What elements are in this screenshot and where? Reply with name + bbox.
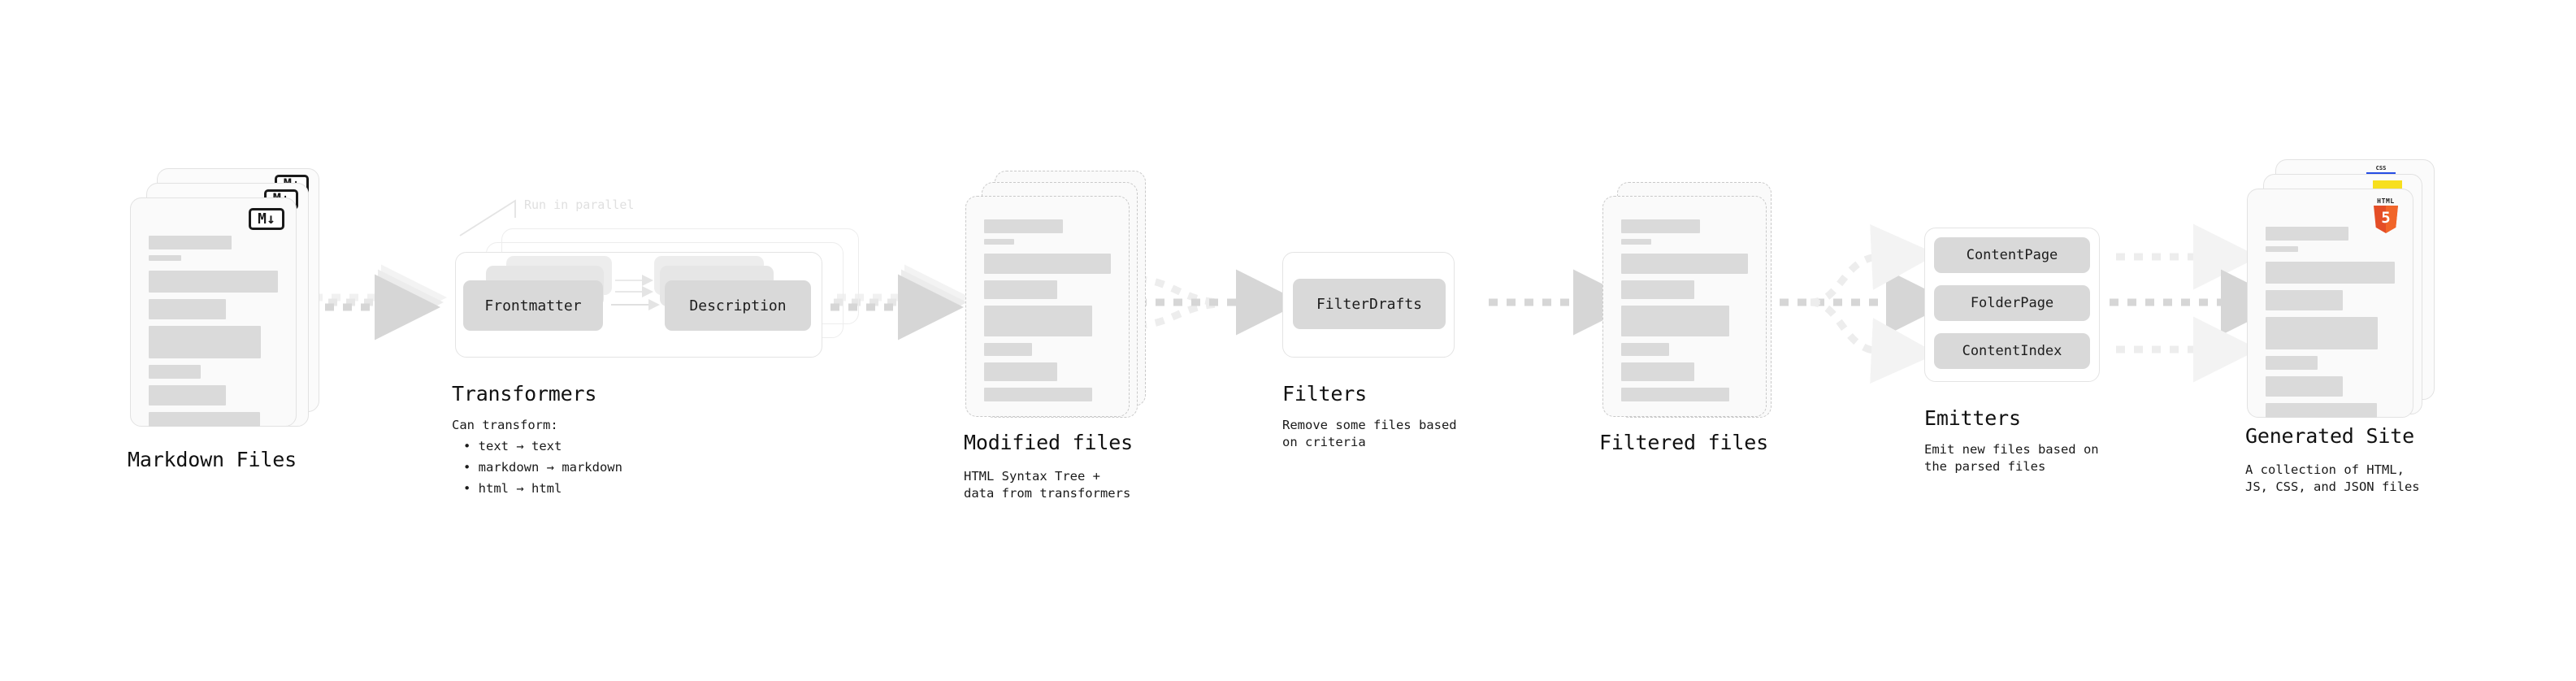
arrow-filtered-to-emitters	[1780, 223, 1952, 384]
filters-description: Remove some files based on criteria	[1282, 418, 1457, 450]
transformers-title: Transformers	[452, 382, 597, 406]
transformers-chip-frontmatter[interactable]: Frontmatter	[463, 280, 603, 331]
filters-chip-filterdrafts[interactable]: FilterDrafts	[1293, 279, 1446, 329]
emitters-description: Emit new files based on the parsed files	[1924, 442, 2099, 475]
filtered-sheet-front	[1602, 196, 1767, 417]
generated-site-title: Generated Site	[2245, 424, 2414, 448]
filtered-files-title: Filtered files	[1599, 431, 1768, 454]
emitters-chip-contentpage[interactable]: ContentPage	[1934, 237, 2090, 273]
modified-doc-content	[984, 219, 1111, 407]
markdown-files-title: Markdown Files	[128, 448, 297, 471]
site-doc-content	[2266, 227, 2395, 423]
md-badge-arrow: ↓	[267, 210, 275, 228]
transformers-bullet-2: • html → html	[463, 481, 562, 496]
css-label: CSS	[2375, 165, 2387, 171]
css-underline	[2366, 172, 2396, 175]
arrow-markdown-to-transformers	[307, 264, 447, 340]
generated-site-description: A collection of HTML, JS, CSS, and JSON …	[2245, 462, 2420, 495]
markdown-sheet-front: M↓	[130, 197, 297, 427]
html5-label: HTML	[2377, 197, 2395, 205]
html5-icon: HTML 5	[2372, 198, 2400, 233]
md-badge-letter: M	[258, 210, 267, 228]
modified-files-title: Modified files	[964, 431, 1133, 454]
markdown-doc-content	[149, 236, 278, 432]
transformers-bullet-1: • markdown → markdown	[463, 460, 622, 475]
css-icon: CSS	[2366, 166, 2396, 175]
html5-five: 5	[2381, 208, 2391, 227]
transformers-chip-description[interactable]: Description	[665, 280, 811, 331]
emitters-title: Emitters	[1924, 406, 2021, 430]
site-sheet-front: HTML 5	[2247, 189, 2413, 418]
modified-files-description: HTML Syntax Tree + data from transformer…	[964, 469, 1131, 501]
arrow-modified-to-filters	[1137, 269, 1302, 336]
run-in-parallel-label: Run in parallel	[524, 197, 635, 212]
transformers-bullet-0: • text → text	[463, 439, 562, 453]
arrow-emitters-to-site	[2110, 223, 2287, 383]
emitters-chip-contentindex[interactable]: ContentIndex	[1934, 333, 2090, 369]
transformers-description: Can transform:	[452, 418, 558, 432]
modified-sheet-front	[965, 196, 1130, 417]
markdown-icon: M↓	[249, 208, 284, 230]
emitters-chip-folderpage[interactable]: FolderPage	[1934, 285, 2090, 321]
filtered-doc-content	[1621, 219, 1748, 407]
filters-title: Filters	[1282, 382, 1367, 406]
